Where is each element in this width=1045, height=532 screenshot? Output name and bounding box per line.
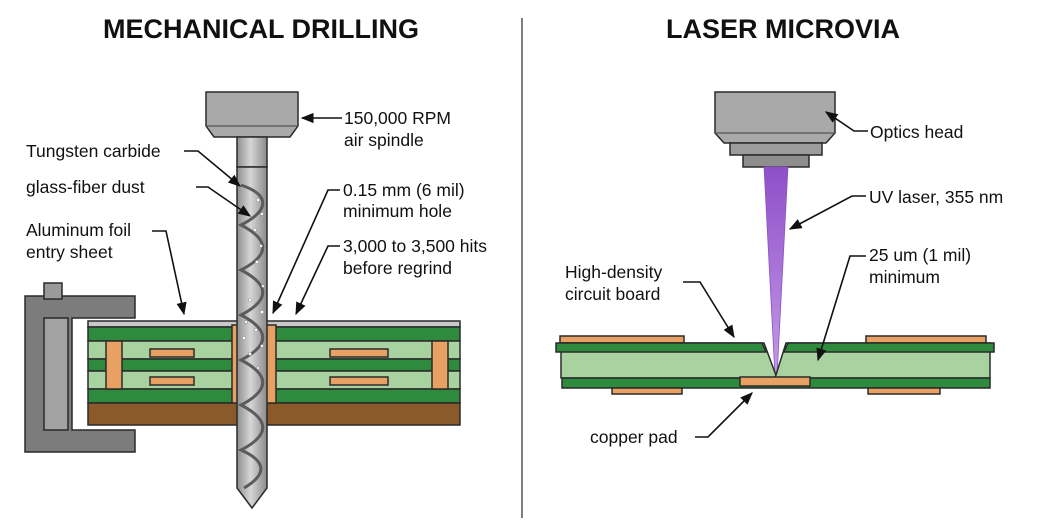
min-label-line1: 25 um (1 mil) (869, 245, 971, 265)
pad-leader (695, 392, 753, 438)
board-label-line1: High-density (565, 262, 663, 282)
hole-label-line2: minimum hole (343, 201, 452, 221)
drill-bit (236, 136, 268, 510)
spindle-label-line2: air spindle (344, 130, 424, 150)
copper-pad (739, 376, 811, 387)
clamp-icon (24, 282, 136, 453)
uv-laser-beam (763, 166, 789, 377)
spindle-label-line1: 150,000 RPM (344, 108, 451, 128)
tungsten-label: Tungsten carbide (26, 141, 161, 161)
board-label-line2: circuit board (565, 284, 660, 304)
right-panel-title: LASER MICROVIA (666, 14, 900, 44)
optics-label: Optics head (870, 122, 963, 142)
hits-leader (295, 245, 340, 316)
optics-leader (824, 111, 868, 132)
foil-label-line1: Aluminum foil (26, 220, 131, 240)
foil-label-line2: entry sheet (26, 242, 113, 262)
backup-board (87, 402, 461, 426)
left-panel-title: MECHANICAL DRILLING (103, 14, 419, 44)
pad-label: copper pad (590, 427, 678, 447)
min-label-line2: minimum (869, 267, 940, 287)
laser-label: UV laser, 355 nm (869, 187, 1003, 207)
pcb-stackup (87, 320, 461, 426)
glass-fiber-dust (242, 198, 265, 370)
hdi-board (555, 335, 995, 395)
laser-microvia-panel: LASER MICROVIA (555, 14, 1003, 447)
tungsten-leader (184, 150, 241, 187)
board-leader (683, 281, 735, 339)
hits-label-line1: 3,000 to 3,500 hits (343, 236, 487, 256)
foil-leader (152, 230, 187, 316)
hits-label-line2: before regrind (343, 258, 452, 278)
hole-leader (272, 189, 340, 315)
air-spindle (205, 91, 299, 138)
dust-leader (196, 186, 252, 217)
dust-label: glass-fiber dust (26, 177, 145, 197)
optics-head (714, 91, 836, 168)
hole-label-line1: 0.15 mm (6 mil) (343, 180, 465, 200)
min-leader (816, 255, 866, 362)
mechanical-drilling-panel: MECHANICAL DRILLING (24, 14, 487, 510)
laser-leader (788, 195, 866, 230)
